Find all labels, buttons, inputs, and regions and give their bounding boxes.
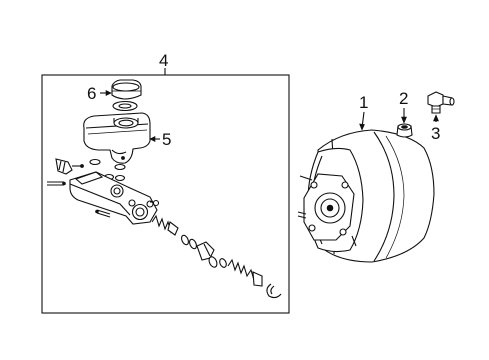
reservoir-grommet-icon	[89, 158, 126, 182]
callout-arrow-3	[433, 114, 439, 122]
callout-arrow-5	[149, 136, 156, 142]
callout-4: 4	[159, 51, 168, 70]
master-cylinder-assembly-group: 4 6 5	[41, 51, 290, 314]
check-valve-icon	[427, 91, 455, 114]
brake-booster-icon	[297, 129, 435, 263]
callout-3: 3	[431, 124, 440, 143]
callout-arrow-1	[359, 123, 365, 131]
fluid-level-sensor-icon	[47, 158, 84, 186]
reservoir-cap-icon	[111, 79, 142, 112]
callout-arrow-6	[105, 90, 112, 96]
callout-6: 6	[87, 84, 96, 103]
master-cylinder-body-icon	[69, 171, 160, 225]
callout-arrow-2	[401, 116, 407, 124]
callout-5: 5	[162, 130, 171, 149]
callout-1: 1	[359, 93, 368, 112]
callout-2: 2	[399, 89, 408, 108]
piston-kit-icon	[151, 214, 282, 299]
fluid-reservoir-icon	[83, 112, 151, 164]
grommet-icon	[396, 123, 413, 138]
